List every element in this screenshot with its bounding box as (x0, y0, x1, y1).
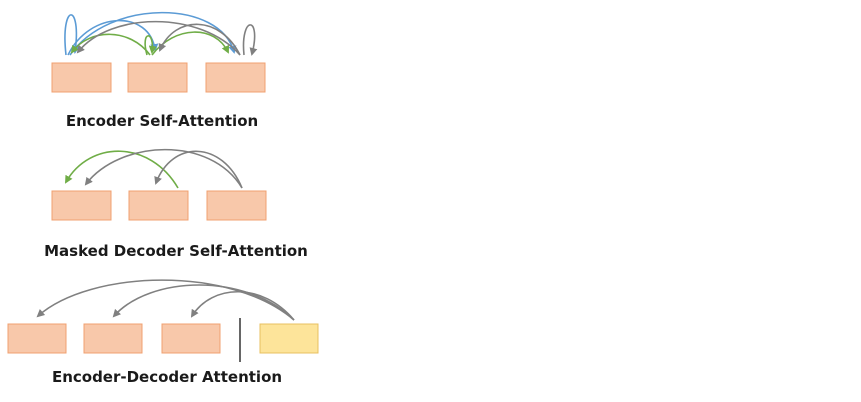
decoder-token-3 (206, 190, 267, 221)
decoder-token-2 (128, 190, 189, 221)
ed-encoder-token-1 (7, 323, 67, 354)
arrow-gray-self-3 (242, 24, 258, 56)
arrow-gray-3-to-2 (158, 23, 241, 56)
arrow-gray-query-to-enc-2 (112, 284, 295, 321)
arrow-blue-1-to-2 (67, 19, 159, 56)
encoder-token-1 (51, 62, 112, 93)
ed-decoder-query-token (259, 323, 319, 354)
arrow-gray-3-to-1-masked (84, 148, 243, 189)
masked-decoder-self-attention-caption: Masked Decoder Self-Attention (44, 242, 308, 260)
arrow-green-2-to-1 (70, 33, 151, 56)
encoder-decoder-attention-group (7, 279, 319, 362)
arrow-gray-query-to-enc-3 (190, 290, 295, 321)
encoder-token-3 (205, 62, 266, 93)
arrow-green-self-2 (144, 35, 157, 56)
encoder-decoder-attention-caption: Encoder-Decoder Attention (51, 368, 283, 386)
ed-encoder-token-3 (161, 323, 221, 354)
arrow-blue-self-1 (64, 14, 80, 56)
arrow-gray-3-to-2-masked (154, 150, 243, 189)
decoder-token-1 (51, 190, 112, 221)
ed-encoder-token-2 (83, 323, 143, 354)
arrow-gray-3-to-1 (76, 20, 241, 56)
arrow-green-2-to-1-masked (65, 150, 179, 189)
masked-decoder-self-attention-group (51, 148, 267, 221)
encoder-self-attention-caption: Encoder Self-Attention (65, 112, 259, 130)
arrow-gray-query-to-enc-1 (36, 279, 295, 321)
encoder-token-2 (127, 62, 188, 93)
encoder-self-attention-group (51, 11, 266, 93)
